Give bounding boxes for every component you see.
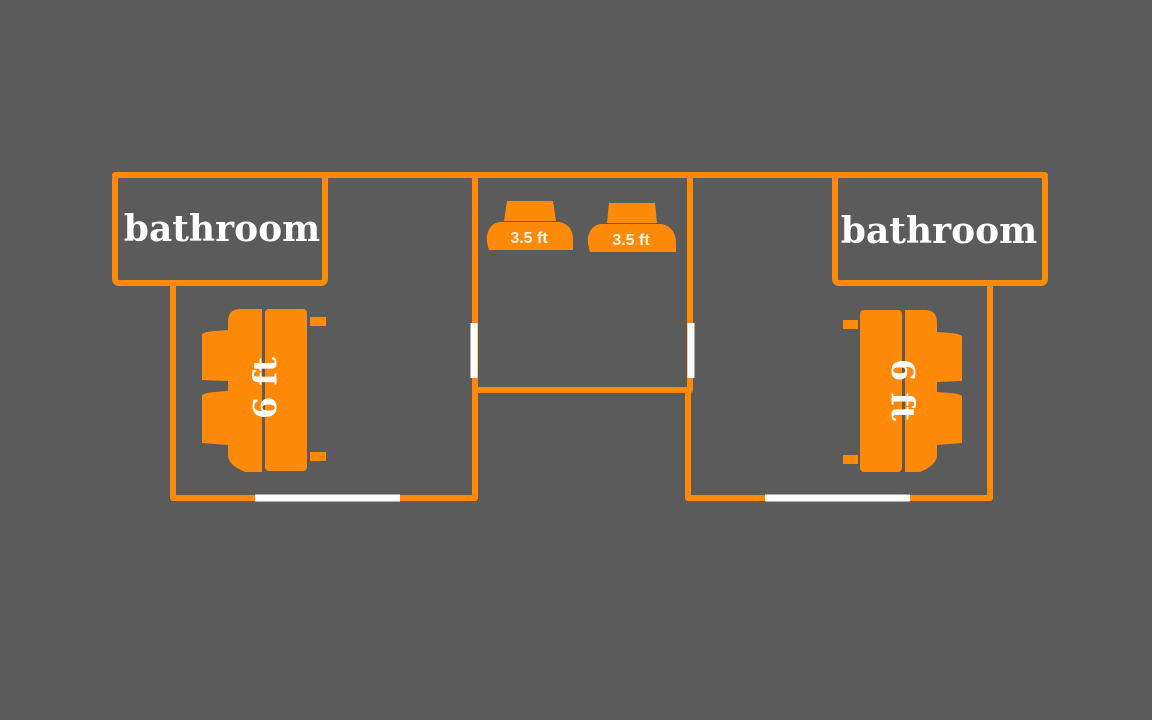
middle-bed-pillow: [504, 201, 556, 221]
left-bed-pillow: [202, 330, 228, 381]
left-bed-size-label: 6 ft: [246, 357, 284, 419]
left-bathroom-label: bathroom: [124, 208, 320, 250]
middle-bed-pillow: [607, 203, 657, 223]
left-bed-frame: [228, 309, 262, 472]
nightstand: [843, 320, 858, 329]
middle-bed-1-size-label: 3.5 ft: [510, 230, 548, 247]
right-bed-pillow: [937, 332, 962, 382]
right-room-walls: [685, 280, 993, 501]
left-bed: 6 ft: [202, 309, 326, 472]
left-bed-pillow: [202, 391, 228, 445]
left-bed-frame: [265, 309, 307, 471]
left-bathroom-walls: [112, 172, 328, 286]
middle-bed-frame: [587, 224, 676, 252]
nightstand: [310, 317, 326, 326]
middle-bed-2-size-label: 3.5 ft: [612, 232, 650, 249]
right-bathroom-label: bathroom: [841, 210, 1037, 252]
right-bed-size-label: 6 ft: [884, 359, 922, 421]
nightstand: [310, 452, 326, 461]
middle-bed-frame: [486, 222, 573, 250]
right-bed-pillow: [937, 392, 962, 445]
right-bed-frame: [860, 310, 902, 472]
right-bed: 6 ft: [843, 310, 962, 472]
middle-bed-1: 3.5 ft: [486, 201, 573, 250]
right-bed-frame: [905, 310, 937, 472]
middle-bed-2: 3.5 ft: [587, 203, 676, 252]
right-bathroom-walls: [832, 172, 1048, 286]
nightstand: [843, 455, 858, 464]
doors: [255, 323, 910, 502]
